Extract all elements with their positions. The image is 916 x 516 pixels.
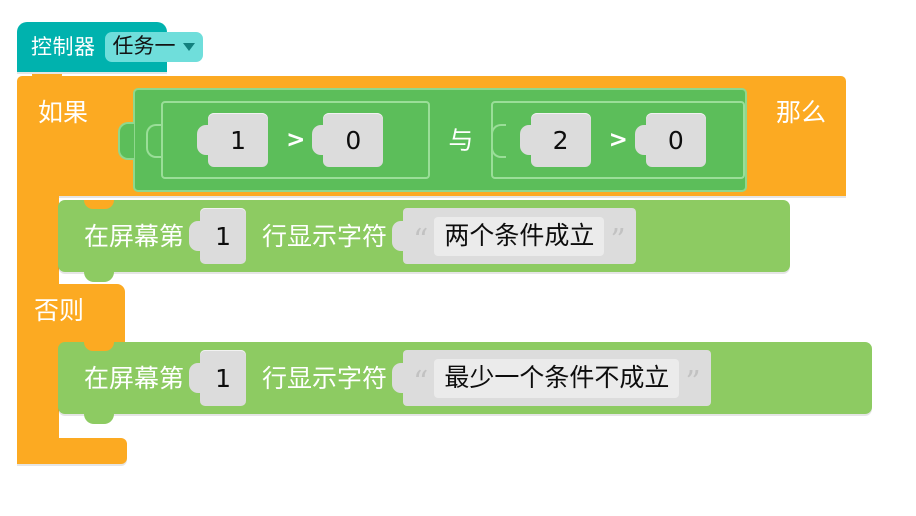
else-keyword-label: 否则 [34, 296, 85, 325]
and-block-puzzle-tab [118, 122, 134, 160]
close-quote-icon: ” [685, 365, 701, 400]
compare-1-left-value[interactable]: 1 [208, 113, 269, 167]
statement-2-middle-label: 行显示字符 [262, 363, 388, 393]
statement-2-bottom-notch [84, 414, 114, 424]
close-quote-icon: ” [610, 223, 626, 258]
compare-1-puzzle-tab [146, 124, 161, 158]
if-block-top-notch [32, 74, 62, 85]
else-branch-bar[interactable] [17, 284, 125, 350]
statement-2-top-dimple [84, 342, 114, 351]
open-quote-icon: “ [413, 223, 429, 258]
statement-1-middle-label: 行显示字符 [262, 221, 388, 251]
compare-2-puzzle-tab [491, 124, 506, 158]
statement-1-text-value[interactable]: 两个条件成立 [434, 216, 605, 256]
if-block-foot [17, 438, 127, 464]
compare-2-left-value[interactable]: 2 [530, 113, 591, 167]
display-text-block-1[interactable]: 在屏幕第 1 行显示字符 “ 两个条件成立 ” [58, 200, 790, 282]
and-operator-label: 与 [448, 125, 474, 155]
controller-label: 控制器 [31, 34, 96, 59]
and-operator-block[interactable]: 1 > 0 与 2 > 0 [133, 88, 747, 192]
chevron-down-icon [182, 43, 195, 52]
statement-2-line-number[interactable]: 1 [200, 350, 247, 406]
task-dropdown[interactable]: 任务一 [104, 32, 203, 62]
statement-1-line-number[interactable]: 1 [200, 208, 247, 264]
task-dropdown-value: 任务一 [112, 34, 176, 59]
compare-block-2[interactable]: 2 > 0 [491, 101, 745, 179]
if-keyword-label: 如果 [38, 98, 89, 127]
compare-1-operator: > [286, 126, 306, 153]
controller-hat-block[interactable]: 控制器 任务一 [17, 22, 203, 72]
statement-1-prefix-label: 在屏幕第 [84, 221, 185, 251]
display-text-block-2[interactable]: 在屏幕第 1 行显示字符 “ 最少一个条件不成立 ” [58, 342, 872, 424]
compare-2-operator: > [608, 126, 628, 153]
statement-1-top-dimple [84, 200, 114, 209]
statement-2-text-value[interactable]: 最少一个条件不成立 [434, 358, 680, 398]
statement-2-prefix-label: 在屏幕第 [84, 363, 185, 393]
statement-2-text-field[interactable]: “ 最少一个条件不成立 ” [403, 350, 711, 406]
statement-1-bottom-notch [84, 272, 114, 282]
if-block-left-spine-1 [17, 194, 59, 286]
open-quote-icon: “ [413, 365, 429, 400]
statement-1-text-field[interactable]: “ 两个条件成立 ” [403, 208, 636, 264]
if-block-left-spine-2 [17, 346, 59, 444]
compare-1-right-value[interactable]: 0 [323, 113, 384, 167]
compare-block-1[interactable]: 1 > 0 [161, 101, 431, 179]
then-keyword-label: 那么 [776, 98, 827, 127]
compare-2-right-value[interactable]: 0 [645, 113, 706, 167]
